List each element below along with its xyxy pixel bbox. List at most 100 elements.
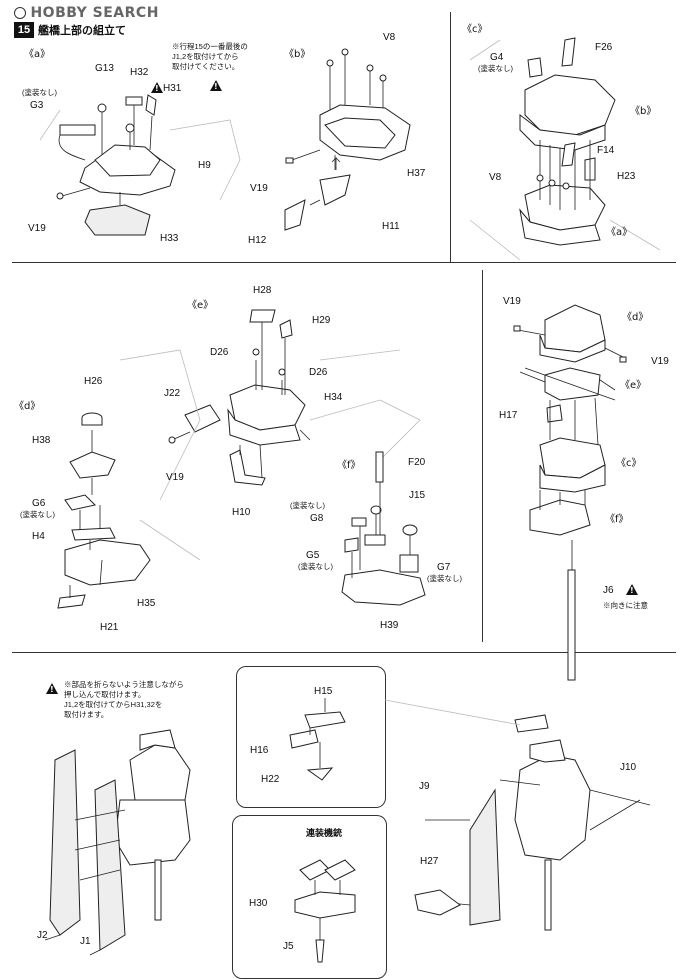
part-label: H22 [261,774,280,785]
part-label: V8 [383,32,396,43]
part-label: G3 [30,100,44,111]
part-label: V19 [250,183,268,194]
part-label: J15 [409,490,426,501]
part-label: V19 [166,472,184,483]
part-label: G6 [32,498,46,509]
ref-label: 《e》 [620,380,647,391]
part-label: J9 [419,781,430,792]
section-b-label: 《b》 [284,49,311,60]
ref-label: 《b》 [630,106,657,117]
section-a-drawing [39,94,241,236]
part-label: H29 [312,315,331,326]
part-label: V8 [489,172,502,183]
part-label: H17 [499,410,518,421]
section-d-drawing [57,349,201,609]
part-label: G13 [95,63,114,74]
part-label: H34 [324,392,343,403]
inset1-drawing [289,698,346,781]
part-note: (塗装なし) [20,510,55,519]
final-note: ※部品を折らないよう注意しながら 押し込んで取付けます。 J1,2を取付けてから… [64,680,184,719]
section-e-drawing [168,309,421,486]
part-label: G8 [310,513,324,524]
divider-mid-right [482,270,483,642]
watermark-logo-icon [14,6,26,19]
inset-title: 連装機銃 [306,829,343,839]
part-label: H15 [314,686,333,697]
part-label: H27 [420,856,439,867]
part-label: H31 [163,83,182,94]
inset-box-1 [236,666,386,808]
part-label: H39 [380,620,399,631]
ref-label: 《a》 [606,227,633,238]
part-label: H30 [249,898,268,909]
part-note: (塗装なし) [298,562,333,571]
section-a-label: 《a》 [24,49,51,60]
part-label: H37 [407,168,426,179]
divider-top [12,262,676,263]
section-d-label: 《d》 [14,401,41,412]
part-label: H28 [253,285,272,296]
warning-icon [626,584,638,595]
part-label: H21 [100,622,119,633]
part-label: V19 [651,356,669,367]
warning-icon [46,683,58,694]
divider-top-mid [450,12,451,262]
inset-box-2 [232,815,387,979]
part-label: V19 [28,223,46,234]
section-b-drawing [284,48,411,231]
part-note: (塗装なし) [427,574,462,583]
part-label: G5 [306,550,320,561]
ref-label: 《f》 [605,514,629,525]
final-left-drawing [44,729,191,956]
step-number: 15 [14,22,34,38]
section-a-note: ※行程15の一番最後の J1,2を取付けてから 取付けてください。 [172,42,248,71]
section-f-label: 《f》 [337,460,361,471]
watermark: HOBBY SEARCH [14,4,159,22]
part-label: H32 [130,67,149,78]
part-label: F26 [595,42,613,53]
part-note: (塗装なし) [22,88,57,97]
ref-label: 《d》 [622,312,649,323]
watermark-text: HOBBY SEARCH [30,4,159,21]
tower-drawing [513,304,627,681]
final-right-drawing [384,699,651,931]
section-c-label: 《c》 [462,24,488,35]
part-note: ※向きに注意 [603,601,648,610]
part-label: H11 [382,221,400,232]
step-title: 艦橋上部の組立て [38,24,126,37]
part-label: J1 [80,936,91,947]
part-label: H9 [198,160,211,171]
part-label: J5 [283,941,294,952]
part-label: H4 [32,531,45,542]
part-label: F20 [408,457,426,468]
part-label: J2 [37,930,48,941]
part-note: (塗装なし) [290,501,325,510]
part-label: G7 [437,562,451,573]
part-label: H16 [250,745,269,756]
part-label: H26 [84,376,103,387]
ref-label: 《c》 [616,458,642,469]
warning-icon [151,82,163,93]
part-label: G4 [490,52,504,63]
part-label: H23 [617,171,636,182]
part-label: J22 [164,388,181,399]
section-c-drawing [469,37,661,261]
part-label: J10 [620,762,637,773]
section-e-label: 《e》 [187,300,214,311]
part-label: D26 [309,367,328,378]
part-label: H33 [160,233,179,244]
part-label: H10 [232,507,251,518]
part-label: J6 [603,585,614,596]
part-label: H35 [137,598,156,609]
section-f-drawing [341,451,426,606]
warning-icon [210,80,222,91]
part-label: V19 [503,296,521,307]
part-note: (塗装なし) [478,64,513,73]
part-label: F14 [597,145,615,156]
part-label: D26 [210,347,229,358]
inset2-drawing [294,859,356,963]
divider-bottom [12,652,676,653]
part-label: H38 [32,435,51,446]
part-label: H12 [248,235,267,246]
